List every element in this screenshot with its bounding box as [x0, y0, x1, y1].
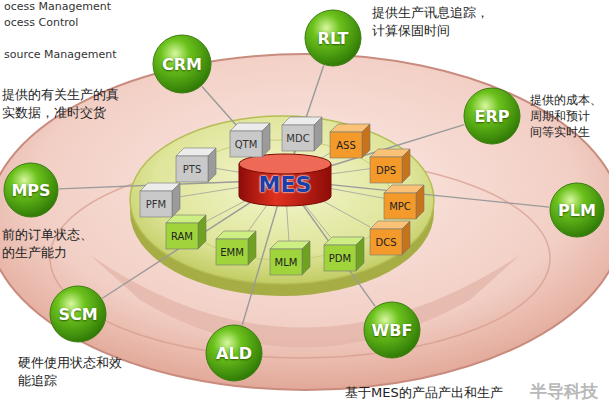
connector-line [102, 200, 254, 299]
node-label: PDM [329, 253, 351, 264]
annotation-text: 提供的成本、 周期和预计 间等实时生 [530, 92, 603, 141]
connector-line [287, 206, 289, 241]
node-label: CRM [162, 55, 202, 74]
annotation-text: 基于MES的产品产出和生产 [345, 384, 503, 402]
node-label: DCS [375, 237, 396, 248]
annotation-text: 提供生产讯息追踪， 计算保固时间 [372, 4, 496, 39]
connector-line [248, 204, 267, 231]
node-label: DPS [376, 165, 396, 176]
node-label: MPC [389, 201, 411, 212]
node-label: SCM [58, 305, 97, 324]
annotation-text: 前的订单状态、 的生产能力 [2, 226, 97, 261]
node-label: PFM [146, 199, 166, 210]
system-sphere: SCM [49, 285, 107, 343]
connector-line [302, 204, 375, 306]
module-cube: ASS [330, 124, 370, 158]
node-label: ERP [475, 107, 510, 126]
module-cube: QTM [230, 123, 270, 157]
node-label: RLT [318, 29, 349, 48]
module-cube: EMM [216, 231, 256, 265]
connector-line [304, 204, 331, 237]
module-cube: MLM [270, 241, 310, 275]
node-label: ALD [216, 344, 252, 363]
heading-fragment: ocess Control [4, 16, 78, 31]
node-label: ASS [336, 140, 356, 151]
system-sphere: CRM [152, 34, 212, 94]
watermark: 半导科技 [530, 380, 598, 403]
system-sphere: PLM [549, 182, 605, 238]
node-label: MPS [11, 181, 50, 200]
node-label: PTS [183, 164, 202, 175]
module-cube: DPS [370, 149, 410, 183]
module-cube: RAM [166, 215, 206, 249]
connector-line [202, 86, 264, 156]
core-cylinder: MES [239, 154, 331, 206]
annotation-text: 硬件使用状态和效 能追踪 [18, 354, 127, 389]
system-sphere: ALD [205, 324, 263, 382]
surface-ring [50, 158, 550, 358]
node-label: QTM [235, 139, 258, 150]
module-cube: PTS [176, 148, 216, 182]
central-disc [130, 116, 434, 284]
node-label: EMM [220, 247, 244, 258]
node-label: RAM [171, 231, 193, 242]
connector-line [330, 169, 370, 174]
connector-line [318, 198, 370, 227]
heading-fragment: source Management [4, 48, 117, 63]
connector-line [216, 168, 241, 172]
system-sphere: MPS [3, 162, 59, 218]
module-cube: PDM [324, 237, 364, 271]
node-label: PLM [558, 201, 596, 220]
node-label: MDC [286, 133, 309, 144]
outer-surface [0, 54, 609, 390]
system-sphere: ERP [463, 87, 521, 145]
system-sphere: WBF [363, 301, 421, 359]
system-sphere: RLT [304, 9, 362, 67]
node-label: WBF [372, 321, 413, 340]
module-cube: DCS [370, 221, 410, 255]
module-cube: MPC [384, 185, 424, 219]
node-label: MLM [275, 257, 298, 268]
module-cube: MDC [282, 117, 322, 151]
connector-line [329, 188, 384, 198]
connector-line [330, 185, 549, 207]
annotation-text: 提供的有关生产的真 实数据，准时交货 [2, 86, 124, 121]
module-cube: PFM [140, 183, 180, 217]
connector-line [180, 187, 241, 197]
heading-fragment: ocess Management [4, 0, 111, 15]
node-label: MES [259, 172, 312, 197]
